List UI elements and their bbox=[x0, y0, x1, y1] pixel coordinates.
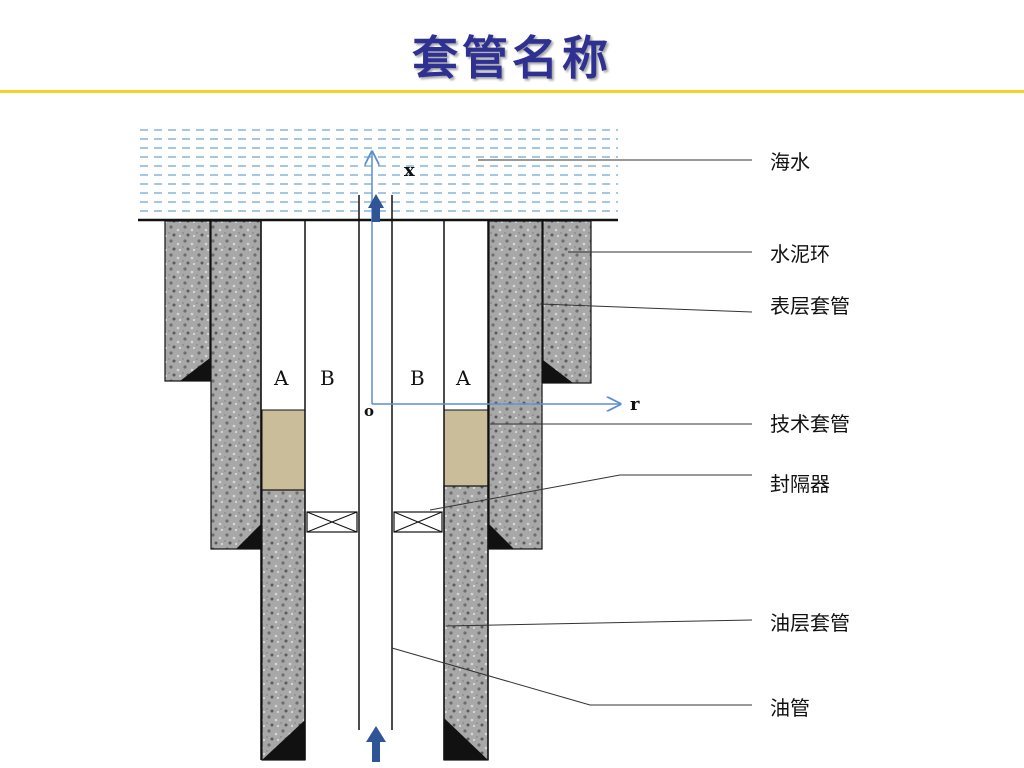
flow-arrow-top bbox=[368, 194, 384, 222]
page-title: 套管名称 bbox=[412, 31, 612, 85]
label-production-casing: 油层套管 bbox=[770, 611, 850, 635]
axis-label-r: r bbox=[630, 394, 640, 415]
production-cement-right bbox=[443, 485, 489, 761]
annulus-label-left-a: A bbox=[274, 366, 289, 390]
packer-right bbox=[393, 511, 443, 533]
label-cement-ring: 水泥环 bbox=[770, 242, 830, 266]
annulus-label-left-b: B bbox=[320, 366, 335, 390]
surface-cement-right bbox=[542, 220, 592, 384]
annulus-fluid-left bbox=[261, 409, 306, 491]
axis-label-x: x bbox=[404, 160, 415, 181]
annulus-label-right-b: B bbox=[410, 366, 425, 390]
annulus-label-right-a: A bbox=[456, 366, 471, 390]
label-surface-casing: 表层套管 bbox=[770, 294, 850, 318]
label-packer: 封隔器 bbox=[770, 472, 830, 496]
surface-cement-left bbox=[164, 220, 211, 382]
label-seawater: 海水 bbox=[770, 150, 810, 174]
technical-cement-left bbox=[210, 220, 262, 550]
axis-label-origin: o bbox=[364, 402, 375, 420]
label-tubing: 油管 bbox=[770, 696, 810, 720]
technical-cement-right bbox=[488, 220, 543, 550]
label-technical-casing: 技术套管 bbox=[770, 412, 850, 436]
annulus-fluid-right bbox=[443, 409, 489, 487]
title-underline bbox=[0, 90, 1024, 93]
flow-arrow-bottom bbox=[366, 726, 386, 762]
packer-left bbox=[306, 511, 358, 533]
production-cement-left bbox=[261, 489, 306, 761]
